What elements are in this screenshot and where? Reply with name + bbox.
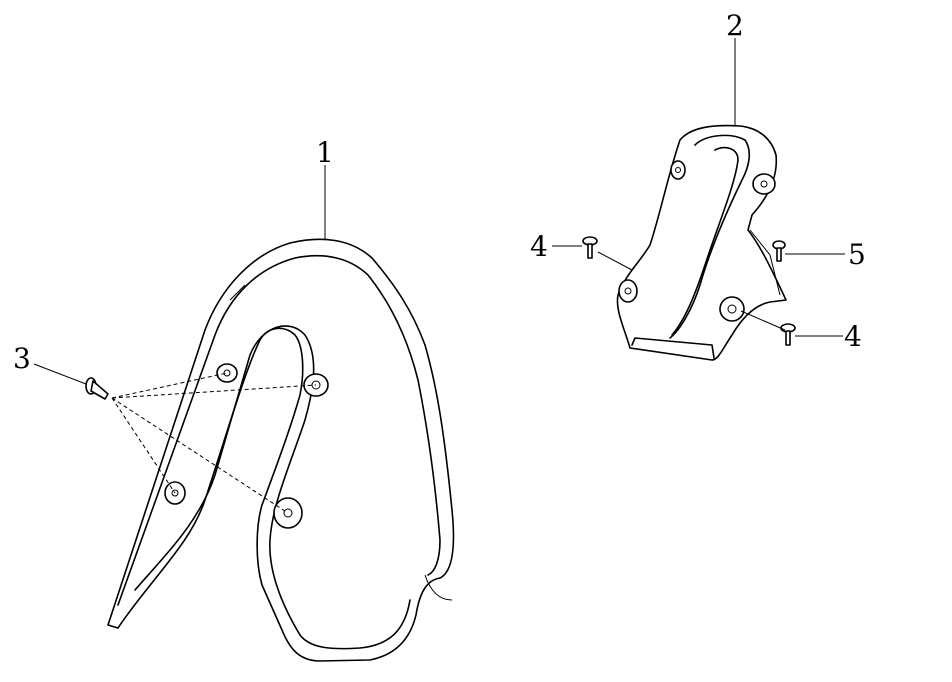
callout-5: 5 <box>848 238 866 271</box>
callout-1: 1 <box>316 136 334 169</box>
part-1-fender <box>107 238 455 662</box>
grommet <box>618 279 638 303</box>
callout-4-left: 4 <box>530 230 548 263</box>
part-4-screw <box>780 323 796 346</box>
grommet <box>752 173 776 195</box>
part-3-rivet <box>85 372 317 514</box>
part-5-screw <box>772 240 786 262</box>
part-4-screw <box>582 236 598 259</box>
leader-lines <box>33 38 845 385</box>
grommet <box>216 363 238 383</box>
callout-4-right: 4 <box>844 320 862 353</box>
part-2-bracket <box>616 124 787 361</box>
grommet <box>670 160 686 180</box>
grommet <box>719 296 745 322</box>
callout-3: 3 <box>13 342 31 375</box>
callout-2: 2 <box>726 9 744 42</box>
